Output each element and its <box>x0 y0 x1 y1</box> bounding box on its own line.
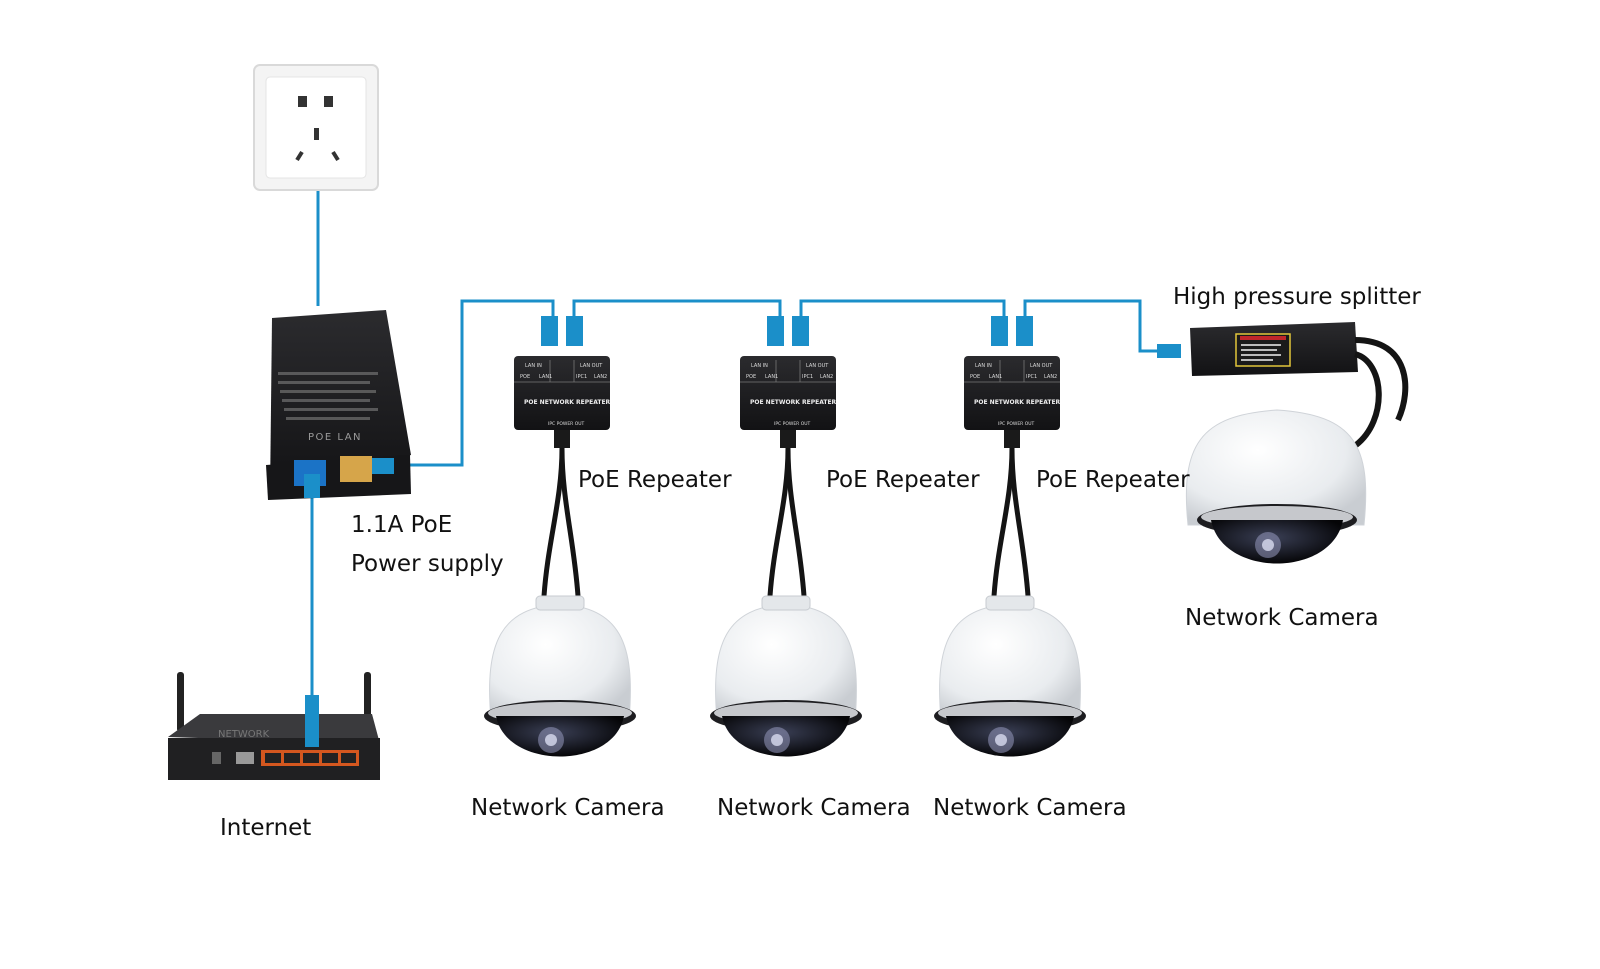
repeater-ipc1-print: IPC1 <box>576 374 587 380</box>
network-cables <box>310 150 1163 695</box>
cable-repeater-3-to-splitter <box>1023 299 1163 353</box>
repeater-1-label: PoE Repeater <box>578 467 732 493</box>
repeater-poe-print: POE <box>520 374 530 380</box>
camera-4-label: Network Camera <box>1185 605 1379 631</box>
poe-repeater-3 <box>934 316 1086 757</box>
router: NETWORK <box>168 672 380 780</box>
camera-2-label: Network Camera <box>717 795 911 821</box>
poe-repeater-2 <box>710 316 862 757</box>
repeater-title-print: POE NETWORK REPEATER <box>524 399 611 406</box>
wall-outlet <box>253 64 379 191</box>
repeater-lan2-print: LAN2 <box>594 374 607 380</box>
repeater-3-label: PoE Repeater <box>1036 467 1190 493</box>
repeater-lan-out-print: LAN OUT <box>580 363 603 369</box>
cable-repeater-1-to-repeater-2 <box>572 299 782 322</box>
repeater-lan-in-print: LAN IN <box>525 363 542 369</box>
repeater-lan1-print: LAN1 <box>539 374 552 380</box>
cable-repeater-2-to-repeater-3 <box>799 299 1006 322</box>
splitter-label: High pressure splitter <box>1173 284 1421 310</box>
poe-repeater-1: LAN IN LAN OUT POE LAN1 IPC1 LAN2 POE NE… <box>484 316 636 757</box>
internet-label: Internet <box>220 815 312 841</box>
poe-supply-label-line1: 1.1A PoE <box>351 512 453 538</box>
camera-3-label: Network Camera <box>933 795 1127 821</box>
poe-power-supply: POE LAN <box>266 310 411 500</box>
cable-supply-to-repeater-1 <box>405 299 555 467</box>
camera-1-label: Network Camera <box>471 795 665 821</box>
svg-text:NETWORK: NETWORK <box>218 729 270 740</box>
supply-port-print: POE LAN <box>308 432 362 443</box>
repeater-power-out-print: IPC POWER OUT <box>548 421 585 427</box>
repeater-2-label: PoE Repeater <box>826 467 980 493</box>
lan-port <box>340 456 372 482</box>
poe-supply-label-line2: Power supply <box>351 551 504 577</box>
high-pressure-splitter <box>1157 322 1409 448</box>
network-camera-4 <box>1185 409 1367 564</box>
